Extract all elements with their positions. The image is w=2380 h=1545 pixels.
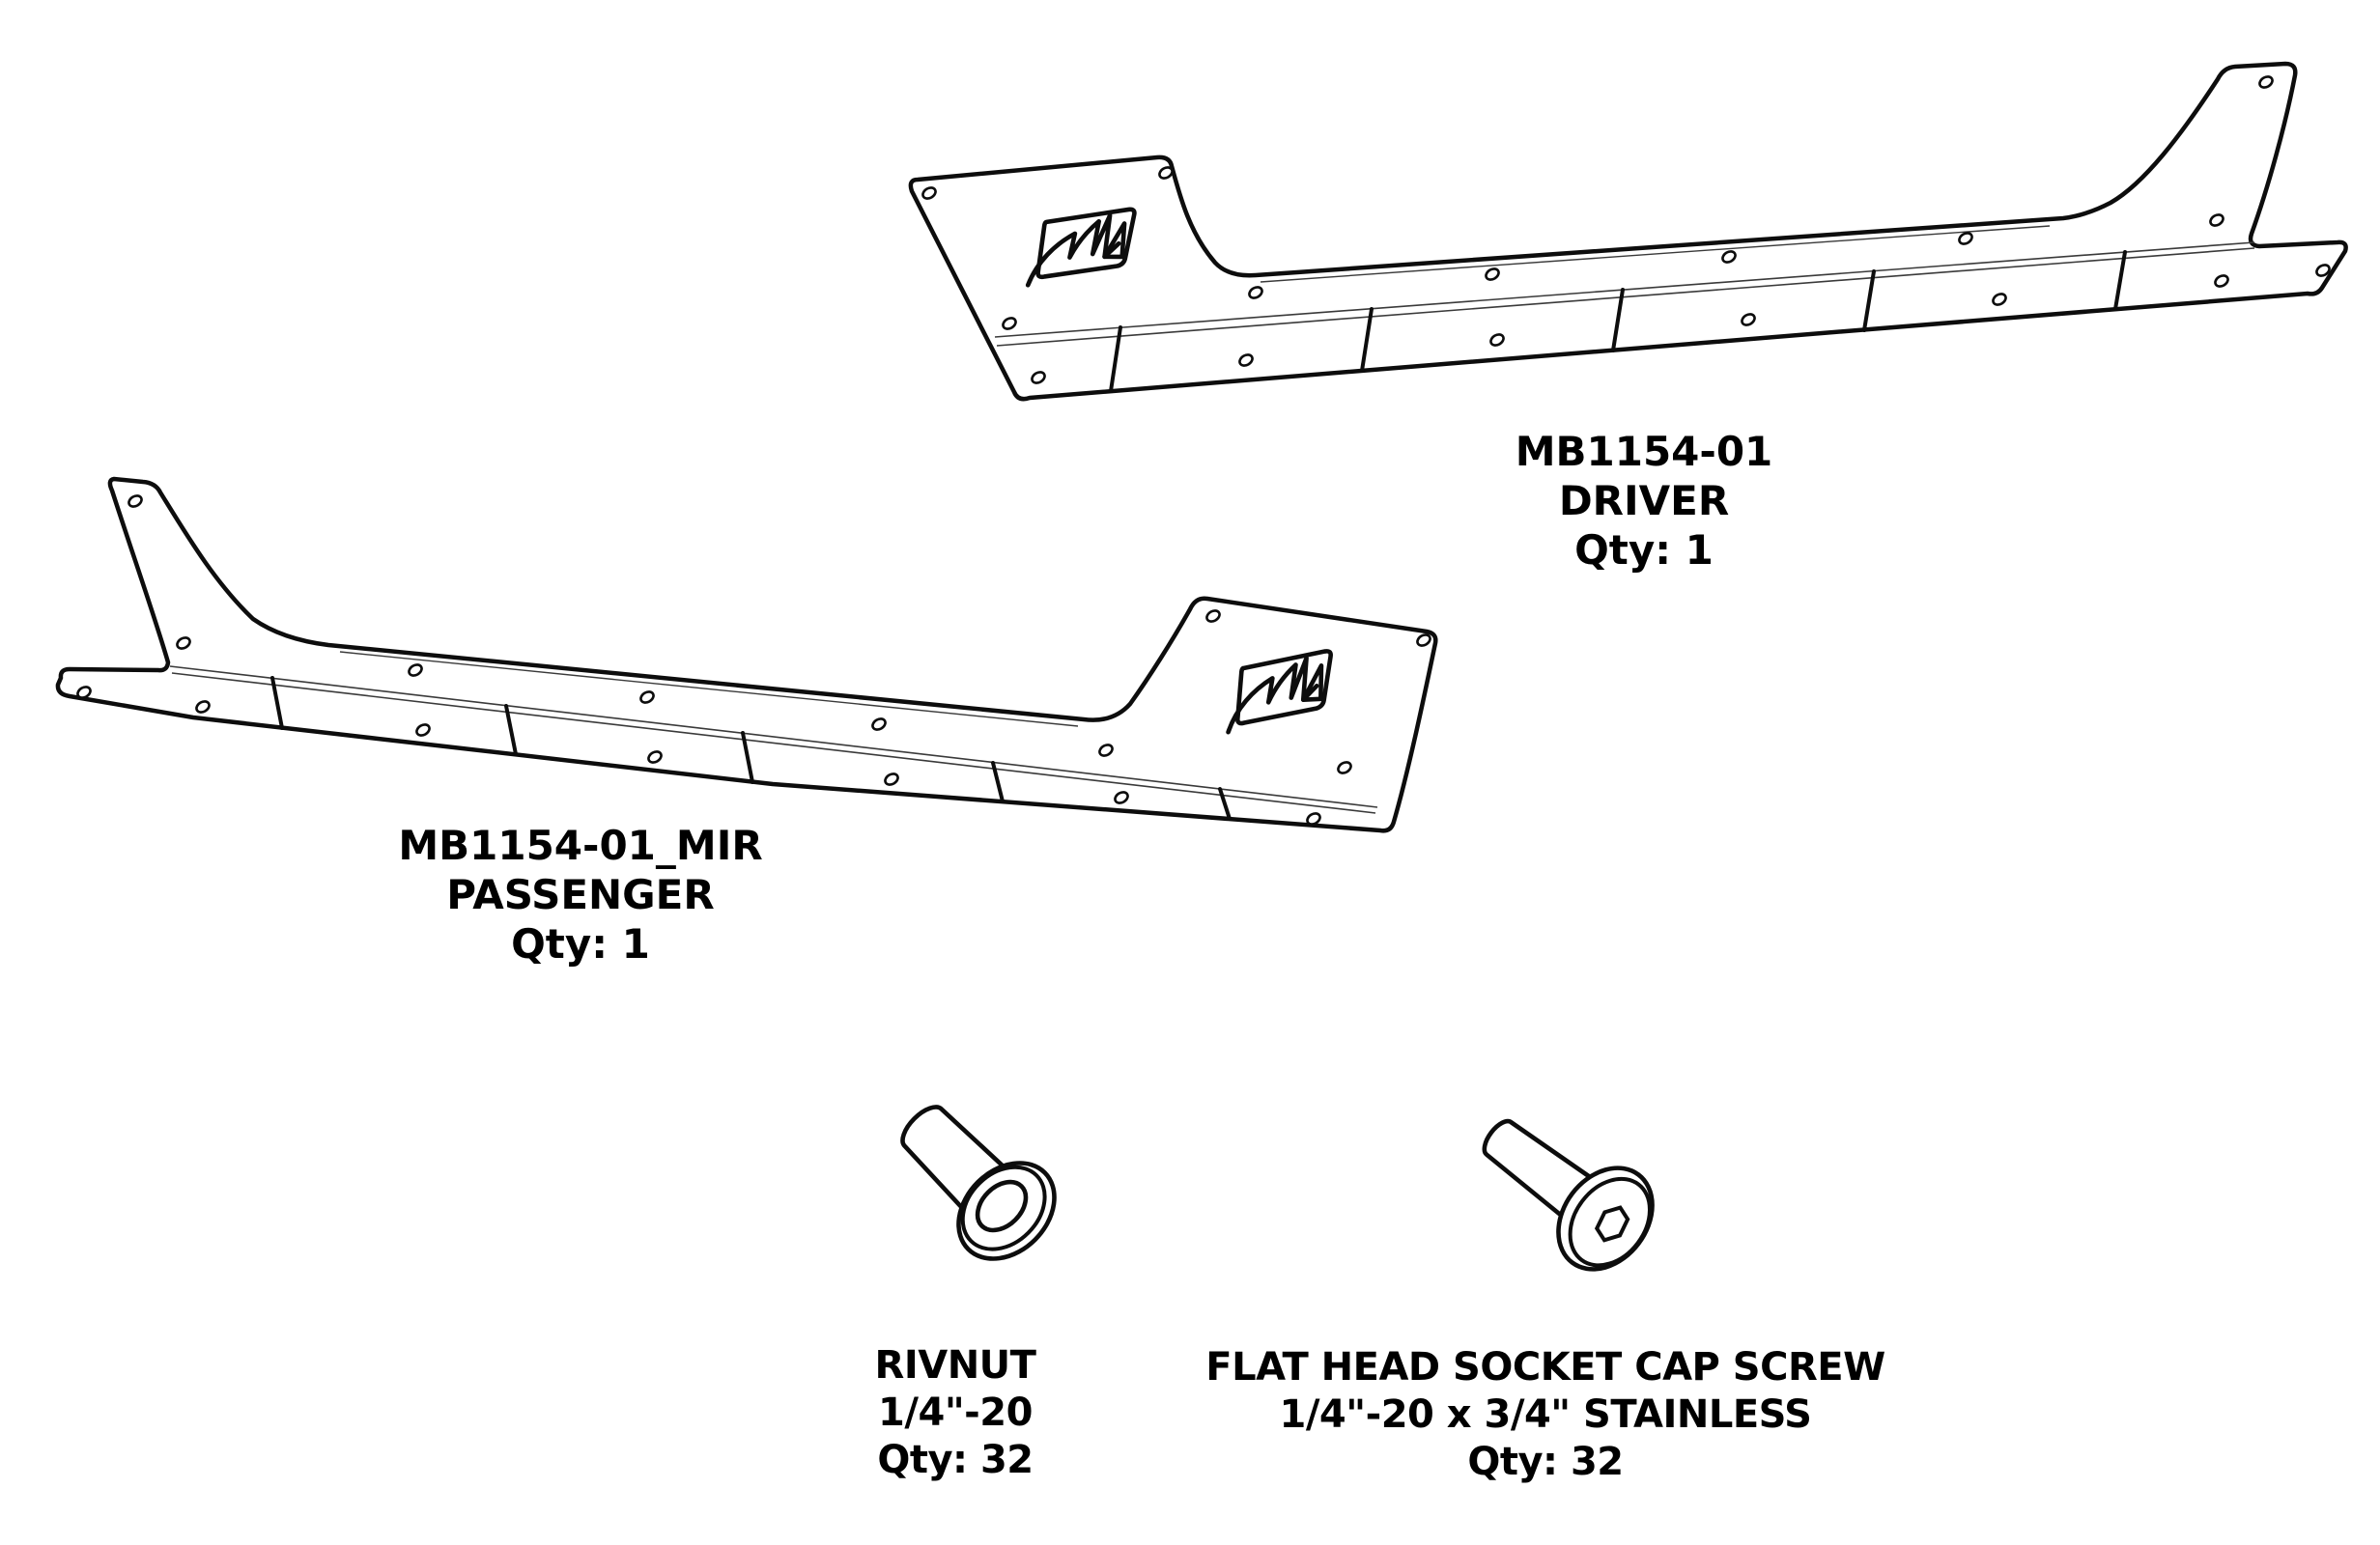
driver-part-position: DRIVER bbox=[1558, 477, 1730, 524]
screw-name: FLAT HEAD SOCKET CAP SCREW bbox=[1205, 1345, 1885, 1390]
screw-spec: 1/4"-20 x 3/4" STAINLESS bbox=[1279, 1392, 1812, 1437]
rivnut-qty: Qty: 32 bbox=[877, 1438, 1034, 1482]
screw-drawing bbox=[1482, 1118, 1655, 1272]
passenger-panel-drawing bbox=[55, 476, 1438, 833]
driver-part-label: MB1154-01 DRIVER Qty: 1 bbox=[1516, 427, 1773, 575]
passenger-flange-dividers bbox=[270, 676, 1232, 821]
driver-part-qty: Qty: 1 bbox=[1574, 526, 1714, 574]
screw-qty: Qty: 32 bbox=[1467, 1440, 1624, 1484]
rivnut-drawing bbox=[900, 1105, 1057, 1261]
driver-bolt-holes bbox=[921, 75, 2331, 384]
passenger-part-position: PASSENGER bbox=[446, 871, 715, 918]
rivnut-spec: 1/4"-20 bbox=[878, 1390, 1033, 1435]
passenger-part-label: MB1154-01_MIR PASSENGER Qty: 1 bbox=[398, 821, 762, 969]
driver-flange-dividers bbox=[1109, 250, 2127, 393]
passenger-part-number: MB1154-01_MIR bbox=[398, 822, 763, 869]
screw-label: FLAT HEAD SOCKET CAP SCREW 1/4"-20 x 3/4… bbox=[1205, 1344, 1885, 1486]
motobilt-logo-icon bbox=[1226, 649, 1333, 735]
motobilt-logo-icon bbox=[1025, 207, 1137, 288]
passenger-bolt-holes bbox=[76, 494, 1431, 826]
driver-part-number: MB1154-01 bbox=[1515, 428, 1773, 475]
passenger-part-qty: Qty: 1 bbox=[511, 920, 650, 968]
driver-panel-drawing bbox=[908, 61, 2348, 402]
rivnut-name: RIVNUT bbox=[874, 1343, 1036, 1388]
rivnut-label: RIVNUT 1/4"-20 Qty: 32 bbox=[875, 1342, 1036, 1484]
hex-socket-icon bbox=[1594, 1205, 1630, 1243]
